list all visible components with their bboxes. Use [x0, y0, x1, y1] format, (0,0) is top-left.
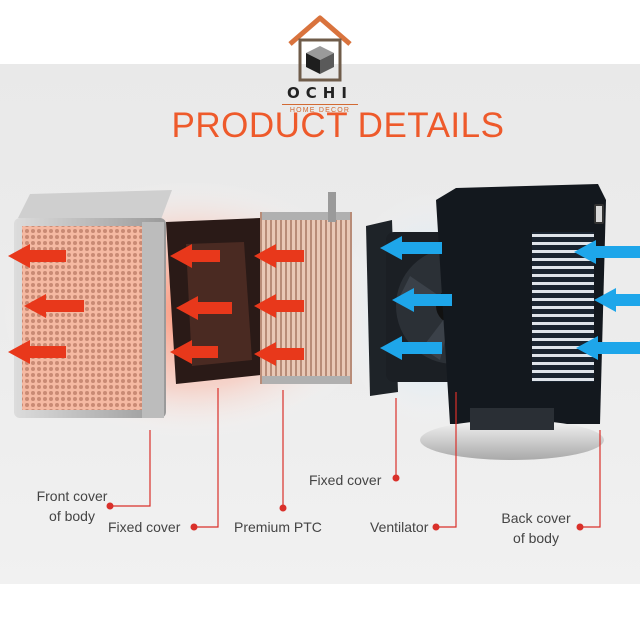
label-fixed-cover-left: Fixed cover — [108, 519, 181, 535]
leader-ptc-dot — [279, 504, 287, 512]
brand-name: OCHI — [287, 84, 353, 102]
leader-back-cover-dot — [576, 523, 584, 531]
front-cover — [14, 190, 172, 418]
leader-fixed-cover-left-dot — [190, 523, 198, 531]
fixed-cover-frame — [166, 218, 270, 384]
callout-leaders — [106, 388, 601, 531]
leader-front-cover-dot — [106, 502, 114, 510]
label-front-cover: Front cover of body — [36, 488, 108, 524]
label-ventilator: Ventilator — [370, 519, 429, 535]
leader-ventilator — [438, 392, 457, 528]
brand-tagline: HOME DECOR — [282, 104, 358, 114]
page-title: PRODUCT DETAILS — [171, 106, 505, 145]
label-premium-ptc: Premium PTC — [234, 519, 322, 535]
home-logo-icon — [288, 15, 352, 82]
leader-front-cover — [112, 430, 151, 507]
leader-back-cover — [582, 430, 601, 528]
heat-flow-arrows — [8, 244, 304, 366]
label-fixed-cover-mid: Fixed cover — [309, 472, 382, 488]
label-back-cover: Back cover of body — [501, 510, 571, 546]
leader-ventilator-dot — [432, 523, 440, 531]
leader-fixed-cover-left — [196, 388, 219, 528]
air-intake-arrows — [380, 236, 640, 360]
leader-fixed-cover-mid-dot — [392, 474, 400, 482]
